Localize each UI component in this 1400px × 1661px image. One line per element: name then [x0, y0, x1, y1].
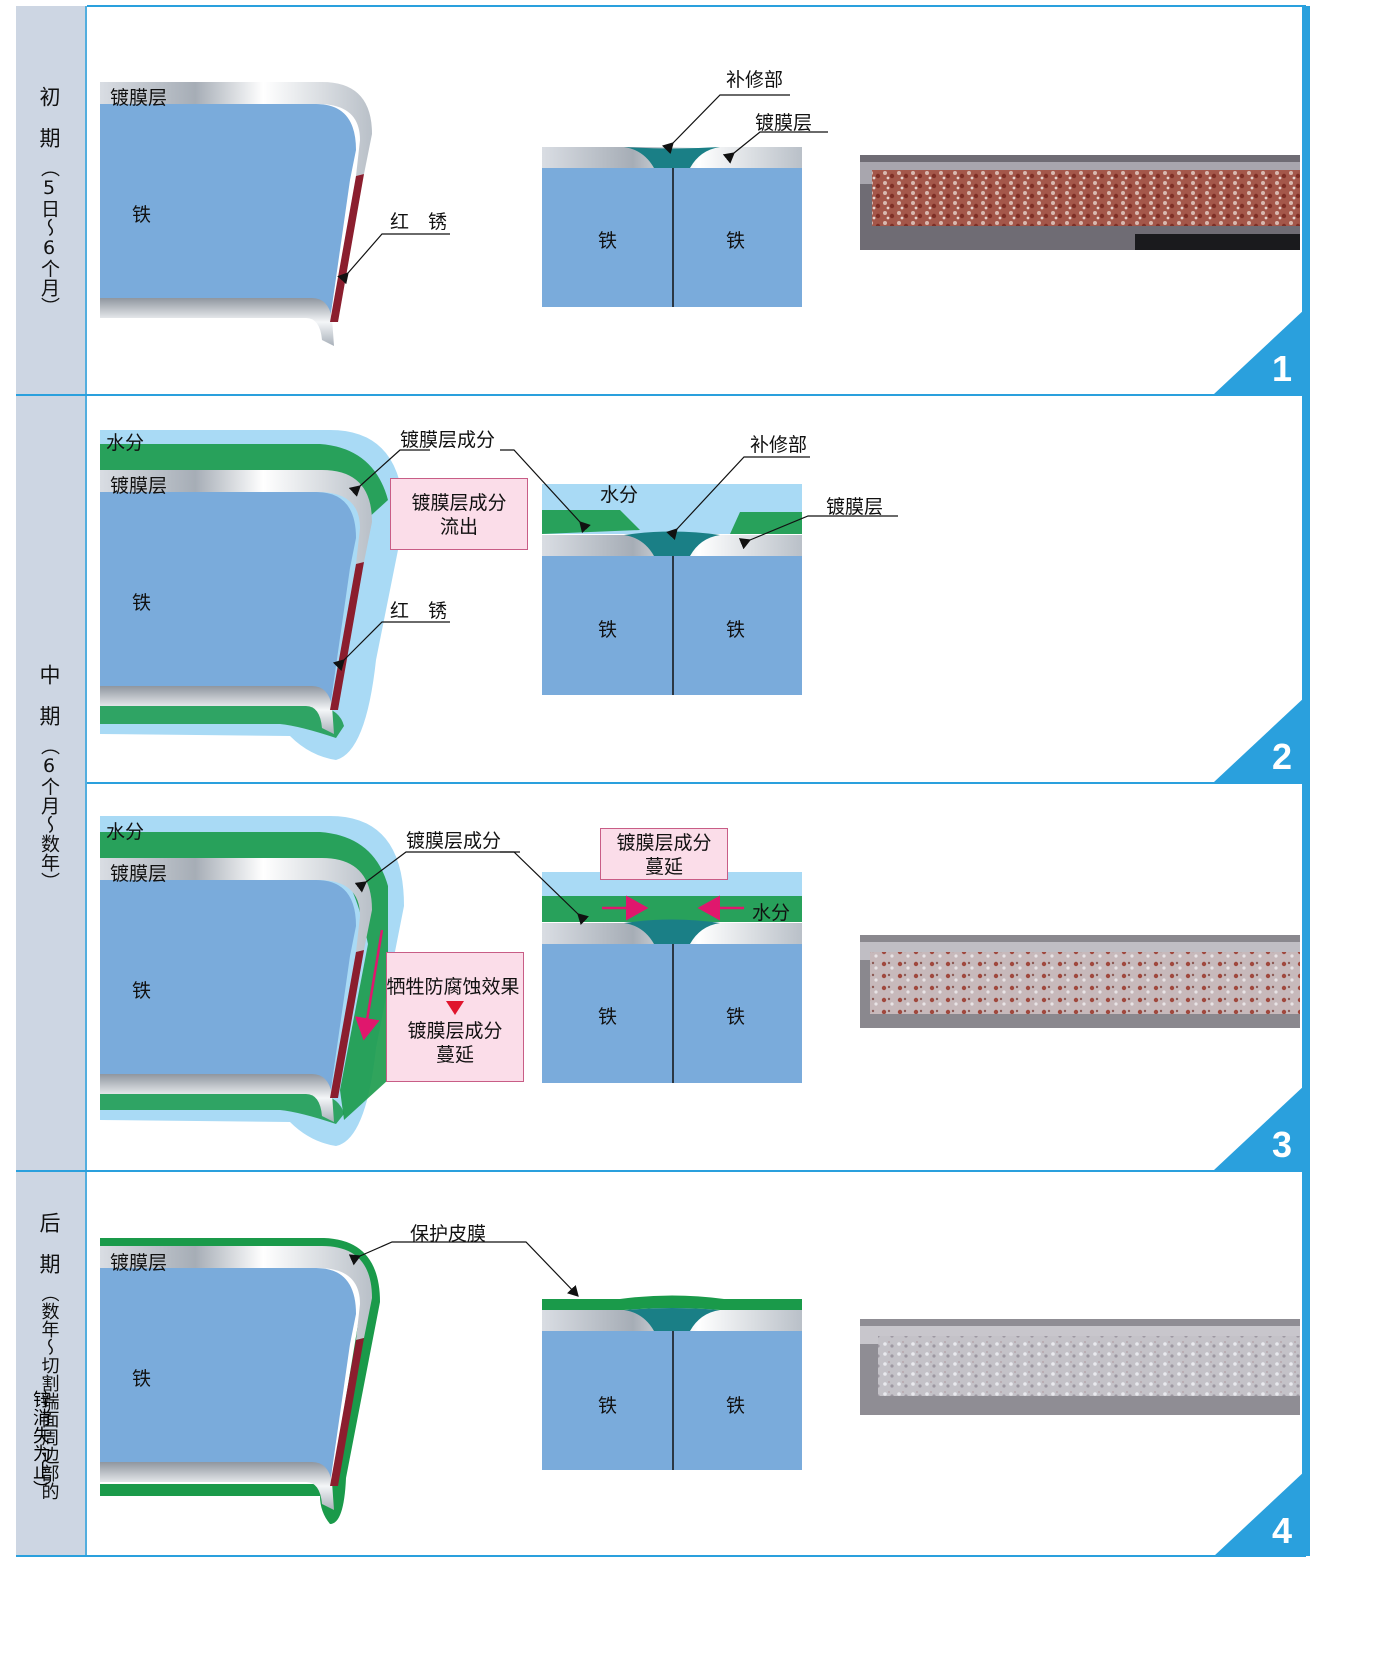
panel-1-edge-diagram — [100, 82, 450, 346]
stage-4-period-range-2: 锌消失为止） — [30, 1390, 51, 1498]
p2-outflow-line-2: 流出 — [439, 516, 478, 538]
stage-1-number: 1 — [1271, 348, 1292, 389]
badge-4-shape — [1214, 1470, 1306, 1556]
p4-iron-right: 铁 — [726, 1395, 746, 1417]
p3-seam-moisture-label: 水分 — [752, 902, 791, 924]
p4-protective-film-label: 保护皮膜 — [410, 1223, 487, 1245]
p2-outflow-line-1: 镀膜层成分 — [411, 492, 507, 514]
stage-1-period-text: 初期 （5日～6个月） — [37, 86, 61, 394]
stage-4-period-range-1: （数年～切割端面周边部的 — [38, 1284, 60, 1500]
p3-moisture-label: 水分 — [106, 821, 145, 843]
badge-2-shape — [1214, 696, 1306, 782]
stage-2-badge: 2 — [1214, 690, 1306, 782]
p1-seam-plating-label: 镀膜层 — [755, 112, 813, 134]
badge-3-shape — [1214, 1084, 1306, 1170]
p1-iron-label: 铁 — [132, 204, 152, 226]
panel-3-seam-diagram — [500, 851, 802, 1083]
stage-4-period-name: 后期 — [37, 1212, 61, 1294]
p4-iron-left: 铁 — [598, 1395, 618, 1417]
stage-2-number: 2 — [1271, 736, 1292, 777]
stage-2-period-name: 中期 — [37, 664, 61, 746]
stage-2-period-range: （6个月～数年） — [38, 736, 60, 891]
p2-outflow-box: 镀膜层成分 流出 — [390, 478, 528, 550]
p2-iron-label: 铁 — [132, 592, 152, 614]
p3-spread-line-1: 镀膜层成分 — [407, 1020, 503, 1042]
stage-3-number: 3 — [1271, 1124, 1292, 1165]
p2-moisture-label: 水分 — [106, 432, 145, 454]
stage-4-number: 4 — [1271, 1510, 1292, 1551]
panel-4-photo — [860, 1319, 1300, 1415]
panel-2-seam-diagram — [500, 449, 898, 695]
p2-plating-component-label: 镀膜层成分 — [400, 429, 496, 451]
stage-2-period-text: 中期 （6个月～数年） — [37, 664, 61, 1170]
p3-sacrificial-text: 牺牲防腐蚀效果 — [386, 976, 520, 998]
stage-2-3-period-cell: 中期 （6个月～数年） — [16, 396, 87, 1170]
p3-sacrificial-box: 牺牲防腐蚀效果 镀膜层成分 蔓延 — [386, 952, 524, 1082]
p2-red-rust-label: 红 锈 — [390, 600, 448, 622]
p3-iron-label: 铁 — [132, 980, 152, 1002]
p3-seam-spread-box: 镀膜层成分 蔓延 — [600, 828, 728, 880]
p2-iron-left: 铁 — [598, 619, 618, 641]
p4-iron-label: 铁 — [132, 1368, 152, 1390]
p3-seam-spread-line-1: 镀膜层成分 — [616, 832, 712, 854]
p3-spread-line-2: 蔓延 — [435, 1044, 474, 1066]
stage-3-badge: 3 — [1214, 1078, 1306, 1170]
panel-2-edge-diagram — [100, 430, 450, 760]
panel-1-photo — [860, 155, 1300, 250]
p1-repair-label: 补修部 — [726, 69, 784, 91]
p2-seam-moisture-label: 水分 — [600, 484, 639, 506]
p3-iron-left: 铁 — [598, 1006, 618, 1028]
p2-iron-right: 铁 — [726, 619, 746, 641]
stage-1-badge: 1 — [1214, 302, 1306, 394]
stage-4-period-cell: 后期 （数年～切割端面周边部的 锌消失为止） — [16, 1172, 87, 1555]
stage-4-period-text: 后期 （数年～切割端面周边部的 — [24, 1212, 61, 1555]
panel-3-edge-diagram — [100, 816, 520, 1146]
p3-plating-component-label: 镀膜层成分 — [406, 830, 502, 852]
p1-iron-right: 铁 — [726, 230, 746, 252]
panel-4-edge-diagram — [100, 1238, 579, 1524]
p3-iron-right: 铁 — [726, 1006, 746, 1028]
p1-red-rust-label: 红 锈 — [390, 211, 448, 233]
p3-plating-label: 镀膜层 — [110, 863, 168, 885]
p4-plating-label: 镀膜层 — [110, 1252, 168, 1274]
p2-repair-label: 补修部 — [750, 434, 808, 456]
p2-plating-label: 镀膜层 — [110, 475, 168, 497]
panel-4-seam-diagram — [542, 1295, 802, 1470]
badge-1-shape — [1214, 308, 1306, 394]
p3-down-triangle — [446, 1001, 464, 1015]
panel-1-seam-diagram — [542, 94, 828, 307]
stage-4-badge: 4 — [1214, 1464, 1306, 1556]
p1-plating-label: 镀膜层 — [110, 87, 168, 109]
p3-seam-spread-line-2: 蔓延 — [644, 856, 683, 878]
stage-1-period-name: 初期 — [37, 86, 61, 168]
stage-1-period-cell: 初期 （5日～6个月） — [16, 6, 87, 394]
panel-3-photo — [860, 935, 1300, 1028]
stage-1-period-range: （5日～6个月） — [38, 158, 60, 316]
p2-seam-plating-label: 镀膜层 — [826, 496, 884, 518]
p1-iron-left: 铁 — [598, 230, 618, 252]
